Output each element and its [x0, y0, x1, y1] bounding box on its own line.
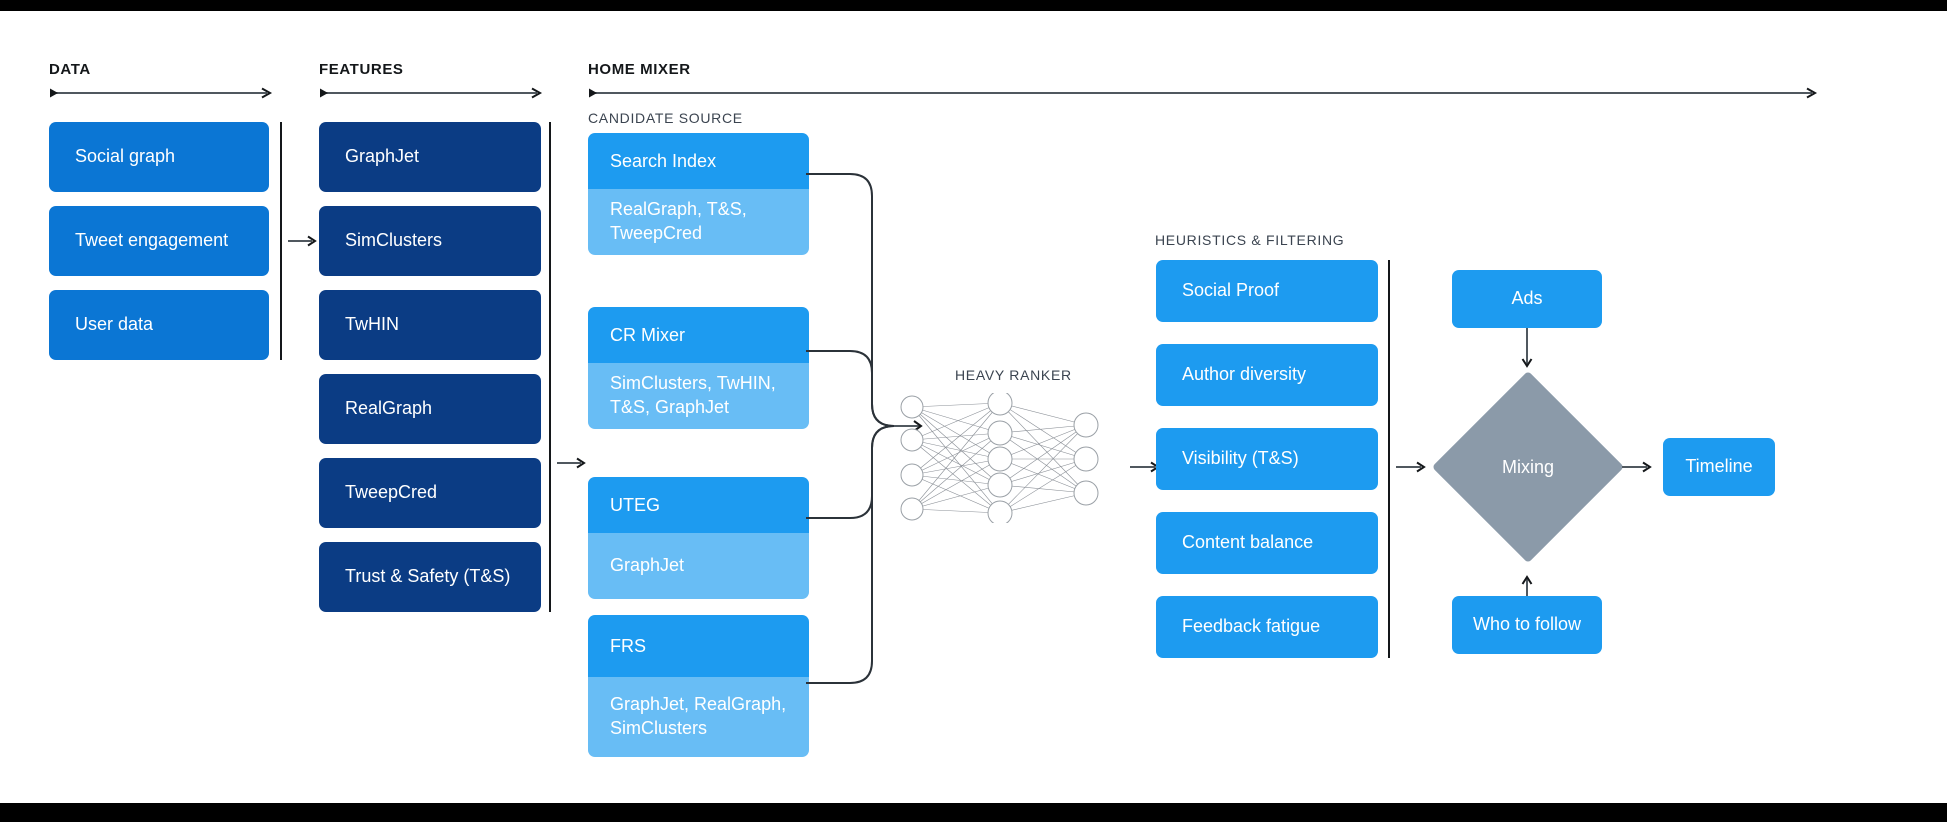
diagram-sheet: DATA FEATURES HOME MIXER CA: [0, 11, 1947, 803]
candidate-source-title: Search Index: [588, 133, 809, 189]
section-rule-features: [319, 87, 545, 99]
candidate-source-card-search-index[interactable]: Search Index RealGraph, T&S, TweepCred: [588, 133, 809, 255]
heuristic-item-label: Author diversity: [1182, 364, 1307, 385]
feature-item-realgraph[interactable]: RealGraph: [319, 374, 541, 444]
candidate-source-features: GraphJet, RealGraph, SimClusters: [588, 677, 809, 757]
feature-item-graphjet[interactable]: GraphJet: [319, 122, 541, 192]
heuristic-item-label: Social Proof: [1182, 280, 1280, 301]
feature-item-label: TweepCred: [345, 482, 438, 503]
section-header-data: DATA: [49, 61, 91, 78]
mixing-label: Mixing: [1501, 456, 1554, 477]
section-rule-home-mixer: [588, 87, 1820, 99]
timeline-label: Timeline: [1685, 456, 1753, 477]
feature-item-simclusters[interactable]: SimClusters: [319, 206, 541, 276]
subhead-heuristics: HEURISTICS & FILTERING: [1155, 232, 1345, 248]
data-item-tweet-engagement[interactable]: Tweet engagement: [49, 206, 269, 276]
heuristic-item-label: Visibility (T&S): [1182, 448, 1299, 469]
candidate-source-features: GraphJet: [588, 533, 809, 599]
arrow-data-to-features: [288, 234, 318, 248]
ads-box[interactable]: Ads: [1452, 270, 1602, 328]
ads-label: Ads: [1511, 288, 1543, 309]
feature-item-tweepcred[interactable]: TweepCred: [319, 458, 541, 528]
timeline-box[interactable]: Timeline: [1663, 438, 1775, 496]
data-item-label: Tweet engagement: [75, 230, 229, 251]
heavy-ranker-neural-network: [890, 393, 1110, 523]
subhead-candidate-source: CANDIDATE SOURCE: [588, 110, 743, 126]
data-item-label: User data: [75, 314, 154, 335]
heuristic-item-visibility[interactable]: Visibility (T&S): [1156, 428, 1378, 490]
feature-item-label: RealGraph: [345, 398, 433, 419]
candidate-source-features: SimClusters, TwHIN, T&S, GraphJet: [588, 363, 809, 429]
heuristic-item-social-proof[interactable]: Social Proof: [1156, 260, 1378, 322]
feature-item-twhin[interactable]: TwHIN: [319, 290, 541, 360]
candidate-source-features: RealGraph, T&S, TweepCred: [588, 189, 809, 255]
candidate-source-card-frs[interactable]: FRS GraphJet, RealGraph, SimClusters: [588, 615, 809, 757]
arrow-mixing-to-timeline: [1622, 460, 1654, 474]
arrow-ads-to-mixing: [1520, 328, 1534, 370]
subhead-heavy-ranker: HEAVY RANKER: [955, 367, 1072, 383]
section-rule-data: [49, 87, 275, 99]
feature-item-trust-and-safety[interactable]: Trust & Safety (T&S): [319, 542, 541, 612]
feature-item-label: SimClusters: [345, 230, 443, 251]
candidate-source-title: UTEG: [588, 477, 809, 533]
data-item-label: Social graph: [75, 146, 176, 167]
arrow-features-to-candidate-source: [557, 456, 587, 470]
candidate-source-title: FRS: [588, 615, 809, 677]
candidate-source-title: CR Mixer: [588, 307, 809, 363]
heuristic-item-feedback-fatigue[interactable]: Feedback fatigue: [1156, 596, 1378, 658]
candidate-source-card-uteg[interactable]: UTEG GraphJet: [588, 477, 809, 599]
section-header-features: FEATURES: [319, 61, 404, 78]
heuristic-item-content-balance[interactable]: Content balance: [1156, 512, 1378, 574]
who-to-follow-box[interactable]: Who to follow: [1452, 596, 1602, 654]
section-header-home-mixer: HOME MIXER: [588, 61, 691, 78]
mixing-node[interactable]: Mixing: [1431, 370, 1625, 564]
feature-item-label: Trust & Safety (T&S): [345, 566, 511, 587]
arrow-heuristics-to-mixing: [1396, 460, 1428, 474]
heuristic-item-author-diversity[interactable]: Author diversity: [1156, 344, 1378, 406]
feature-item-label: GraphJet: [345, 146, 420, 167]
heuristic-item-label: Content balance: [1182, 532, 1314, 553]
who-to-follow-label: Who to follow: [1472, 614, 1582, 635]
candidate-source-card-cr-mixer[interactable]: CR Mixer SimClusters, TwHIN, T&S, GraphJ…: [588, 307, 809, 429]
divider-data: [280, 122, 282, 360]
feature-item-label: TwHIN: [345, 314, 399, 335]
heuristic-item-label: Feedback fatigue: [1182, 616, 1321, 637]
data-item-user-data[interactable]: User data: [49, 290, 269, 360]
divider-features: [549, 122, 551, 612]
data-item-social-graph[interactable]: Social graph: [49, 122, 269, 192]
divider-heuristics: [1388, 260, 1390, 658]
brace-connector-candidate-sources: [806, 166, 926, 691]
